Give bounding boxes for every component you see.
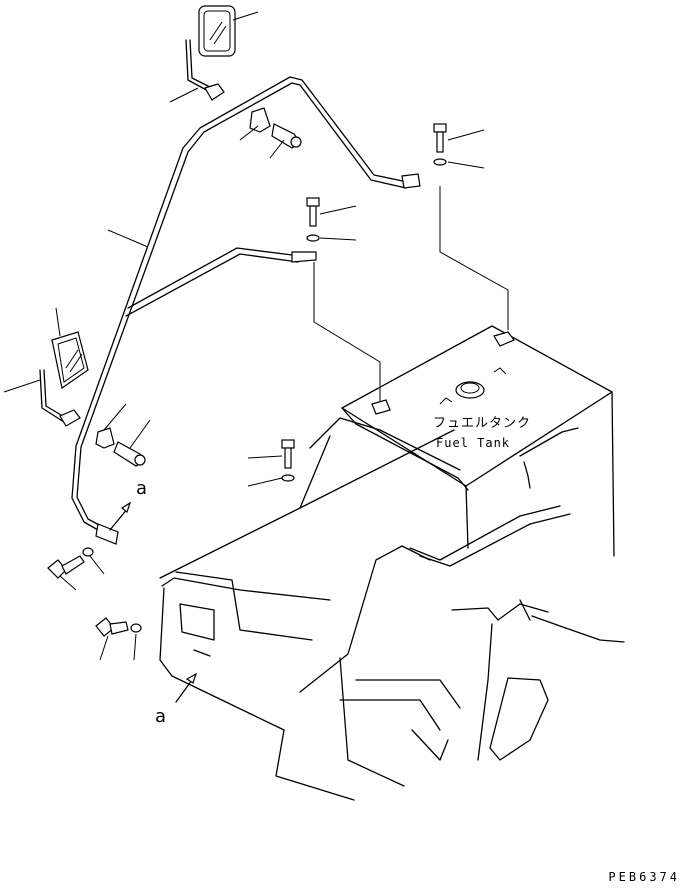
callout-upper-mirror	[232, 11, 259, 21]
callout-lower-mirror-stay	[3, 379, 41, 393]
fuel-tank	[341, 325, 615, 557]
fuel-tank-label-en: Fuel Tank	[436, 436, 511, 450]
leader-mount-left	[313, 262, 381, 402]
bolt-washer-lower	[95, 617, 142, 637]
callout-washer-middle	[319, 237, 357, 241]
reference-a-bottom: a	[155, 706, 167, 727]
machine-body	[159, 417, 625, 801]
callout-bolt-lower	[129, 419, 151, 449]
drawing-code: PEB6374	[608, 870, 680, 884]
reference-a-top: a	[136, 478, 148, 499]
callout-washer-right	[447, 161, 485, 169]
callout-bolt-middle	[319, 205, 357, 215]
callout-washer-center	[247, 477, 283, 487]
callout-bolt-upper	[269, 139, 285, 159]
leader-mount-right	[439, 186, 509, 330]
callout-upper-mirror-stay	[169, 87, 199, 103]
callout-washer-lower-left	[89, 555, 105, 575]
handrail	[71, 76, 421, 545]
callout-bolt-lower-left	[59, 575, 77, 591]
arrow-a-top	[109, 507, 129, 531]
callout-bolt-center	[247, 455, 283, 459]
clamp-upper	[249, 107, 302, 149]
fuel-tank-label-jp: フュエルタンク	[433, 416, 532, 431]
callout-washer-lower	[133, 633, 137, 661]
callout-bolt-lower	[99, 635, 109, 661]
callout-lower-mirror	[55, 307, 61, 337]
callout-bolt-right	[447, 129, 485, 141]
upper-mirror	[185, 5, 236, 101]
bolt-washer-center	[281, 439, 295, 482]
clamp-lower	[95, 427, 146, 467]
callout-clamp-upper	[239, 125, 259, 141]
arrow-a-bottom	[175, 679, 193, 703]
lower-mirror	[39, 331, 89, 427]
bolt-washer-right	[433, 123, 447, 166]
callout-clamp-lower	[103, 403, 127, 431]
callout-handrail	[107, 229, 149, 248]
bolt-washer-middle	[306, 197, 320, 242]
bolt-washer-lower-left	[47, 547, 94, 579]
